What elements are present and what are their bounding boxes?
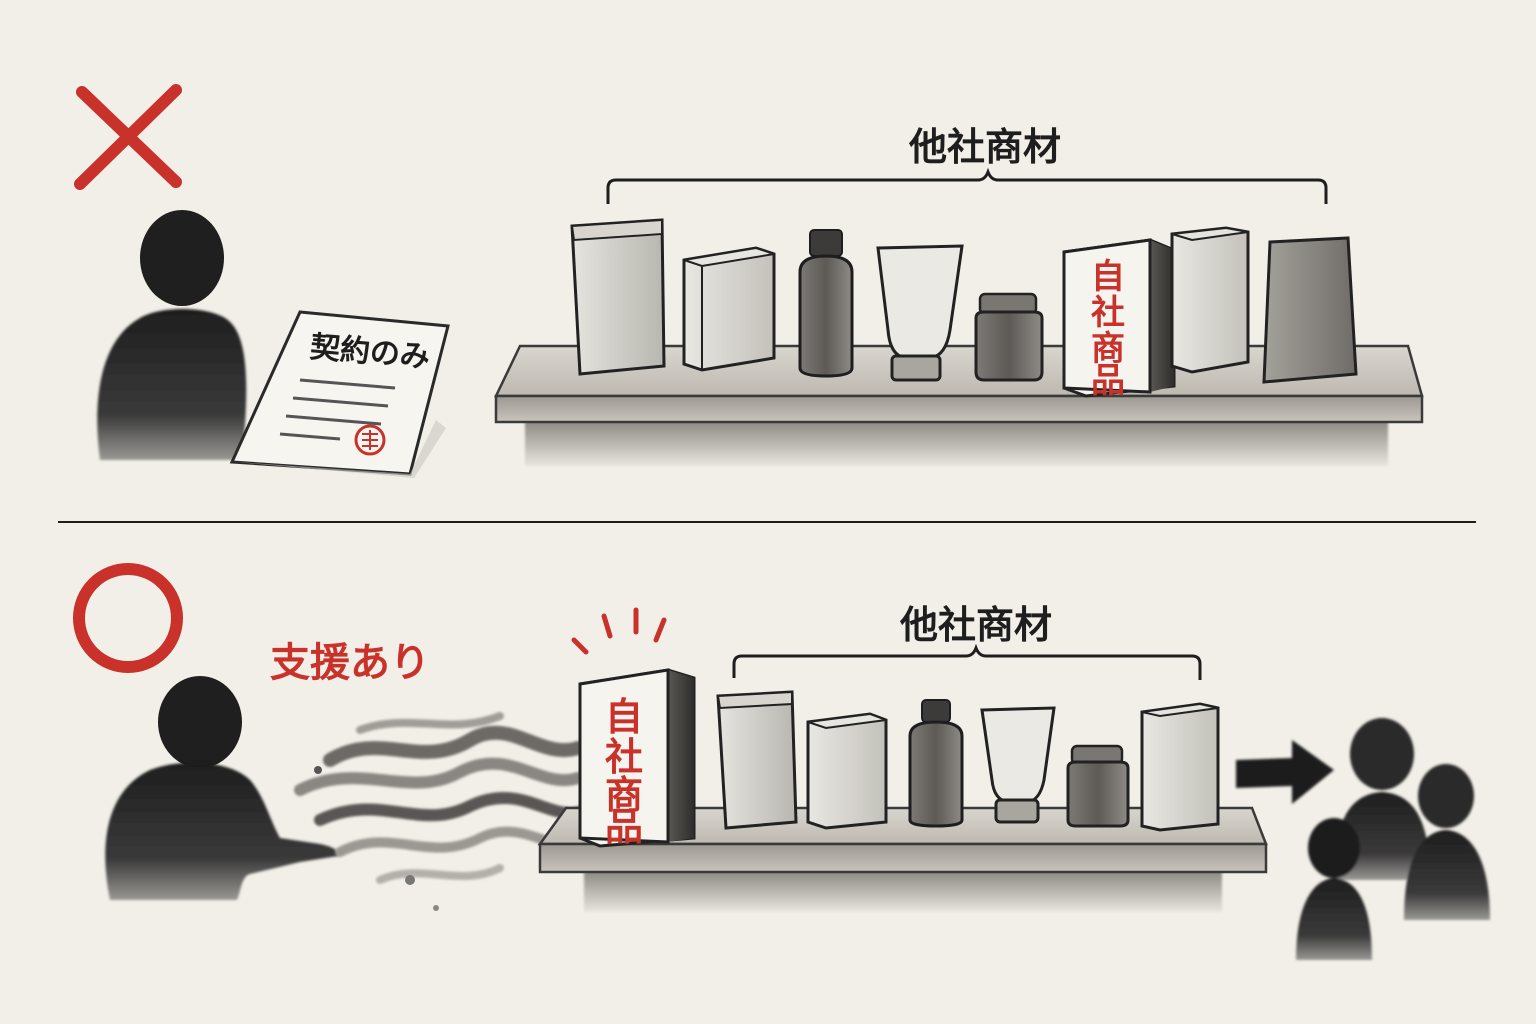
supporter-silhouette (105, 676, 339, 900)
own-product-label-char: 自 (1091, 257, 1125, 297)
product-tall-box (1140, 702, 1220, 832)
stamp-seal-icon (354, 424, 386, 456)
product-bottle (908, 699, 964, 828)
product-box (682, 246, 776, 372)
own-product-box: 自 社 商 品 (1062, 238, 1176, 401)
contract-line (285, 414, 382, 426)
support-flow (294, 712, 586, 884)
own-product-box: 自 社 商 品 (578, 668, 696, 849)
contract-line (279, 432, 341, 441)
bracket (606, 167, 1328, 204)
product-tall-box (1170, 226, 1250, 374)
product-box (806, 712, 888, 830)
bracket (732, 643, 1202, 680)
product-dark-bag (1262, 236, 1358, 384)
customer-group (1296, 718, 1490, 960)
support-label: 支援あり (270, 640, 430, 686)
shelf (537, 806, 1268, 912)
cross-mark-icon (74, 84, 182, 190)
own-product-label-char: 品 (1091, 361, 1125, 401)
right-arrow-icon (1236, 740, 1334, 804)
own-product-label-char: 社 (605, 735, 643, 779)
contract-document: 契約のみ (229, 310, 450, 478)
product-bottle (798, 229, 854, 378)
own-product-label-char: 商 (605, 773, 643, 817)
product-jar (974, 292, 1044, 382)
bottom-panel: 支援あり 他社商材 (73, 563, 1490, 960)
contract-line (292, 396, 389, 408)
circle-mark-icon (73, 563, 183, 673)
own-product-label: 自 社 商 品 (1091, 257, 1137, 401)
product-bag (716, 690, 798, 830)
product-tube (876, 244, 964, 382)
own-product-label-char: 社 (1091, 293, 1125, 333)
contract-line (299, 378, 396, 390)
flow-dot (433, 905, 439, 911)
product-bag (570, 218, 666, 376)
top-panel: 契約のみ 他社商材 (74, 84, 1424, 478)
flow-dot (314, 766, 322, 774)
own-product-label: 自 社 商 品 (605, 695, 656, 849)
person-silhouette (97, 210, 247, 460)
competitor-products-label: 他社商材 (899, 603, 1052, 647)
competitor-products-label: 他社商材 (908, 125, 1061, 169)
product-tube (980, 706, 1056, 824)
flow-dot (405, 875, 415, 885)
product-jar (1066, 744, 1130, 828)
own-product-label-char: 品 (605, 805, 643, 849)
highlight-burst-icon (571, 607, 667, 655)
own-product-label-char: 自 (605, 695, 643, 739)
own-product-label-char: 商 (1091, 329, 1125, 369)
